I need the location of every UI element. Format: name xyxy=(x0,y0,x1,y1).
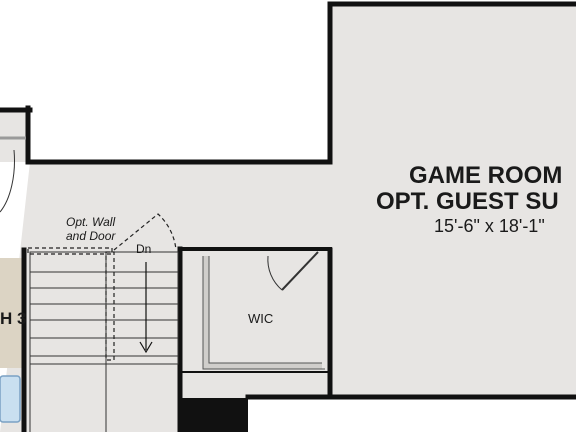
optional-wall xyxy=(27,213,177,361)
stair-arrow-head xyxy=(139,341,153,354)
bath-label: H 3 xyxy=(0,309,26,328)
floor-fill-group xyxy=(0,6,576,432)
bath-tub xyxy=(0,375,21,423)
opt-wall-note-line1: Opt. Wall xyxy=(66,215,115,229)
wic-shelf-outline xyxy=(203,256,322,369)
wic-shelf-line xyxy=(202,256,325,370)
opt-wall-vertical xyxy=(105,251,115,361)
wic-shelf-line xyxy=(208,256,322,364)
opt-door-swing xyxy=(113,213,177,251)
wall-block-bottom xyxy=(180,398,248,432)
wic-label: WIC xyxy=(248,311,273,326)
wic-fixtures xyxy=(202,251,325,370)
opt-wall-horizontal xyxy=(27,247,113,255)
game-room-title-line2: OPT. GUEST SU xyxy=(376,188,559,215)
bath-floor xyxy=(0,258,22,368)
stair-outline xyxy=(29,251,179,365)
game-room-title-line1: GAME ROOM xyxy=(409,162,562,189)
wic-door-swing xyxy=(267,255,283,291)
stair-direction-label: Dn xyxy=(136,242,151,256)
opt-wall-note-line2: and Door xyxy=(66,229,116,243)
game-room-dimensions: 15'-6" x 18'-1" xyxy=(434,216,545,236)
left-door-swing xyxy=(0,149,15,213)
staircase xyxy=(29,251,179,432)
wic-door xyxy=(281,251,319,291)
floor-main xyxy=(0,6,576,432)
